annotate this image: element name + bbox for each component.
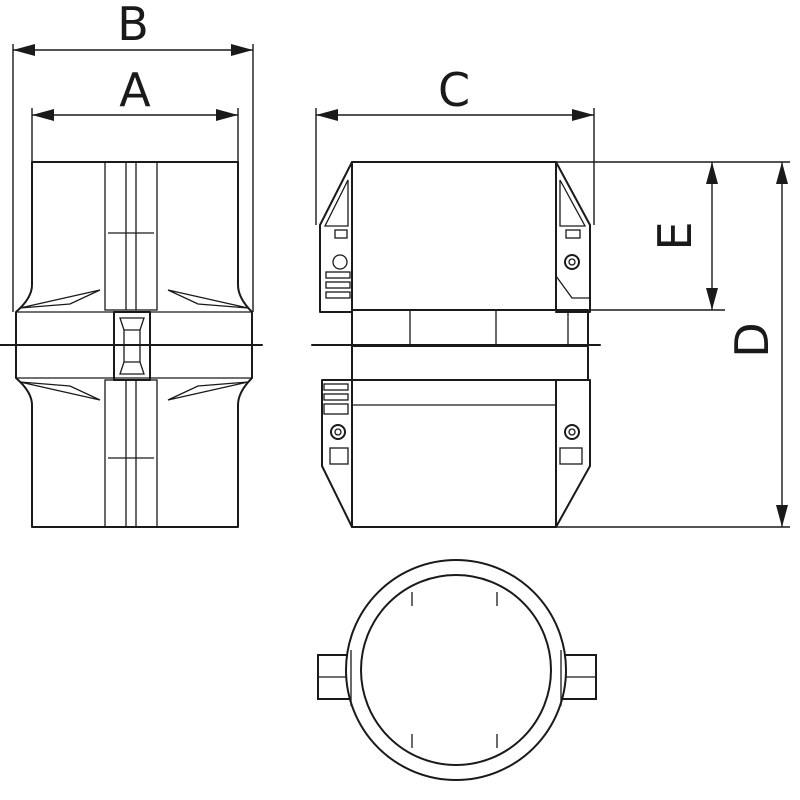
dimension-c: C (315, 63, 595, 225)
label-c: C (438, 63, 470, 117)
dimension-d: D (556, 162, 790, 528)
dimension-b: B (12, 0, 254, 312)
dimension-a: A (31, 63, 239, 162)
front-view (0, 161, 263, 528)
top-view-ring (317, 559, 597, 781)
label-a: A (119, 63, 151, 117)
dimension-e: E (556, 161, 790, 311)
label-d: D (725, 322, 779, 357)
side-view (311, 161, 601, 528)
label-e: E (648, 221, 702, 250)
label-b: B (117, 0, 149, 51)
